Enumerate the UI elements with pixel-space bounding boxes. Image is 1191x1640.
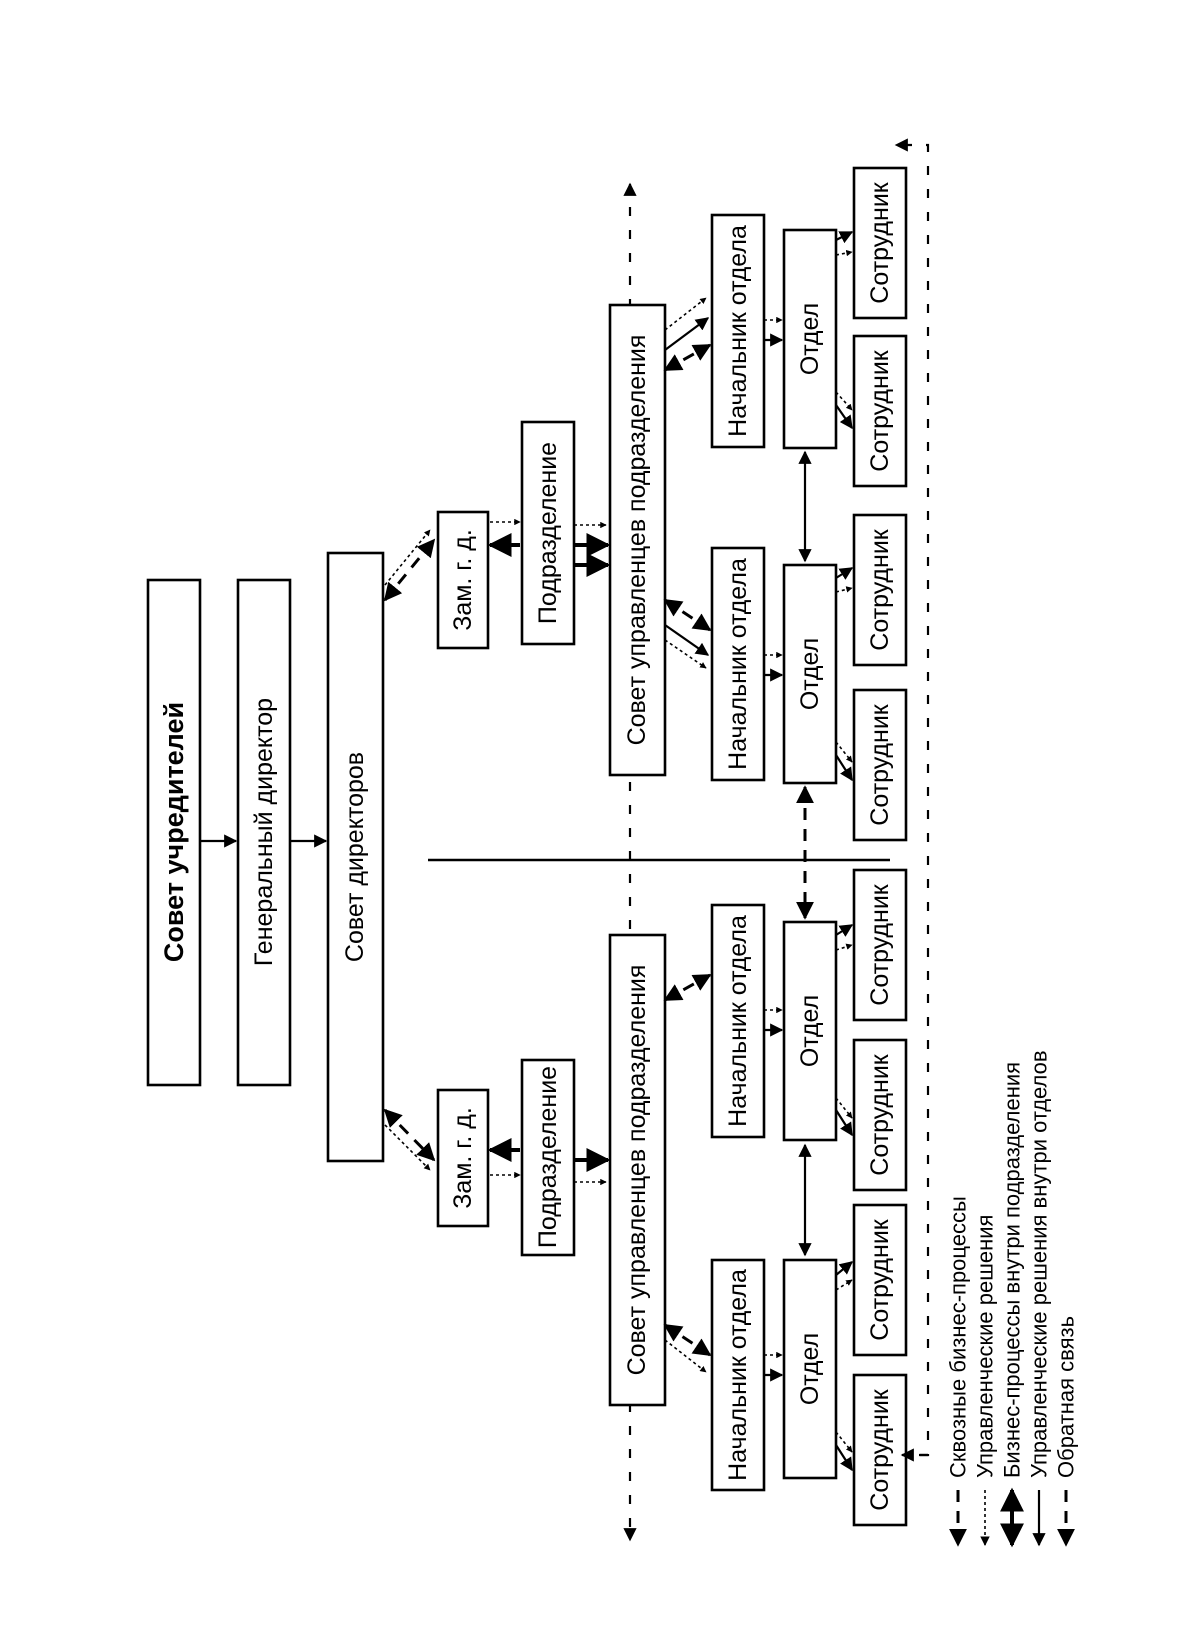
svg-text:Сотрудник: Сотрудник	[866, 528, 894, 651]
council-head-3-arrow	[663, 598, 712, 632]
department-3-box: Отдел	[782, 563, 838, 785]
svg-text:Отдел: Отдел	[796, 303, 824, 375]
council-head-1-dotted	[664, 1339, 707, 1373]
svg-text:Управленческие решения внутри: Управленческие решения внутри отделов	[1027, 1050, 1052, 1478]
department-1-box: Отдел	[782, 1258, 838, 1480]
svg-text:Сотрудник: Сотрудник	[866, 883, 894, 1006]
head-of-department-2-box: Начальник отдела	[710, 903, 766, 1139]
council-head-4-dotted	[664, 297, 707, 331]
svg-text:Отдел: Отдел	[796, 1333, 824, 1405]
department-2-box: Отдел	[782, 920, 838, 1142]
employee-3-box: Сотрудник	[852, 1038, 908, 1192]
division-right-box: Подразделение	[520, 420, 576, 646]
council-head-4-solid	[664, 317, 710, 351]
council-head-1-arrow	[663, 1323, 712, 1357]
employee-2-box: Сотрудник	[852, 1203, 908, 1357]
council-left-box: Совет управленцев подразделения	[608, 933, 667, 1407]
council-head-2-arrow	[663, 973, 712, 1002]
employee-8-box: Сотрудник	[852, 166, 908, 320]
svg-text:Совет управленцев подразделени: Совет управленцев подразделения	[623, 965, 651, 1376]
deputy-left-box: Зам. г. д.	[436, 1088, 490, 1228]
division-left-box: Подразделение	[520, 1058, 576, 1257]
svg-text:Сотрудник: Сотрудник	[866, 1218, 894, 1341]
svg-text:Отдел: Отдел	[796, 638, 824, 710]
svg-text:Начальник отдела: Начальник отдела	[724, 225, 752, 437]
svg-text:Начальник отдела: Начальник отдела	[724, 1269, 752, 1481]
board-deputy-left-dotted	[384, 1124, 431, 1171]
head-of-department-3-box: Начальник отдела	[710, 546, 766, 782]
svg-text:Управленческие решения: Управленческие решения	[973, 1215, 998, 1478]
legend-item-management-decisions: Управленческие решения	[973, 1215, 998, 1546]
deputy-right-box: Зам. г. д.	[436, 510, 490, 650]
legend-item-division-processes: Бизнес-процессы внутри подразделения	[1000, 1062, 1025, 1548]
svg-text:Сотрудник: Сотрудник	[866, 703, 894, 826]
svg-text:Совет учредителей: Совет учредителей	[159, 702, 189, 962]
dept-employee-arrows	[835, 231, 854, 1472]
svg-text:Сквозные бизнес-процессы: Сквозные бизнес-процессы	[946, 1196, 971, 1478]
department-4-box: Отдел	[782, 228, 838, 450]
council-head-3-solid	[664, 624, 710, 656]
legend-item-cross-processes: Сквозные бизнес-процессы	[946, 1196, 971, 1547]
council-head-3-dotted	[664, 639, 707, 669]
svg-text:Сотрудник: Сотрудник	[866, 181, 894, 304]
svg-text:Обратная связь: Обратная связь	[1054, 1316, 1079, 1478]
council-right-box: Совет управленцев подразделения	[608, 303, 667, 777]
employee-4-box: Сотрудник	[852, 868, 908, 1022]
legend-item-feedback: Обратная связь	[1054, 1316, 1079, 1547]
legend-item-department-decisions: Управленческие решения внутри отделов	[1027, 1050, 1052, 1547]
svg-text:Генеральный директор: Генеральный директор	[250, 698, 278, 966]
founders-box: Совет учредителей	[146, 578, 202, 1087]
svg-text:Начальник отдела: Начальник отдела	[724, 915, 752, 1127]
board-deputy-right-arrow	[383, 538, 436, 602]
svg-text:Отдел: Отдел	[796, 995, 824, 1067]
board-deputy-right-dotted	[384, 529, 431, 586]
council-head-4-arrow	[663, 343, 712, 372]
svg-text:Зам. г. д.: Зам. г. д.	[449, 1107, 477, 1209]
svg-text:Бизнес-процессы внутри подразд: Бизнес-процессы внутри подразделения	[1000, 1062, 1025, 1478]
svg-text:Подразделение: Подразделение	[534, 1066, 562, 1248]
employee-7-box: Сотрудник	[852, 334, 908, 488]
general-director-box: Генеральный директор	[236, 578, 292, 1087]
svg-text:Совет управленцев подразделени: Совет управленцев подразделения	[623, 335, 651, 746]
svg-text:Сотрудник: Сотрудник	[866, 1053, 894, 1176]
svg-text:Совет директоров: Совет директоров	[341, 752, 369, 962]
employee-5-box: Сотрудник	[852, 688, 908, 842]
svg-text:Сотрудник: Сотрудник	[866, 349, 894, 472]
svg-text:Сотрудник: Сотрудник	[866, 1388, 894, 1511]
head-of-department-1-box: Начальник отдела	[710, 1258, 766, 1492]
board-deputy-left-arrow	[383, 1108, 436, 1162]
head-of-department-4-box: Начальник отдела	[710, 213, 766, 449]
svg-text:Зам. г. д.: Зам. г. д.	[449, 529, 477, 631]
svg-text:Начальник отдела: Начальник отдела	[724, 558, 752, 770]
employee-6-box: Сотрудник	[852, 513, 908, 667]
legend: Сквозные бизнес-процессы Управленческие …	[946, 1050, 1079, 1548]
board-of-directors-box: Совет директоров	[326, 551, 385, 1163]
svg-text:Подразделение: Подразделение	[534, 442, 562, 624]
employee-1-box: Сотрудник	[852, 1373, 908, 1527]
